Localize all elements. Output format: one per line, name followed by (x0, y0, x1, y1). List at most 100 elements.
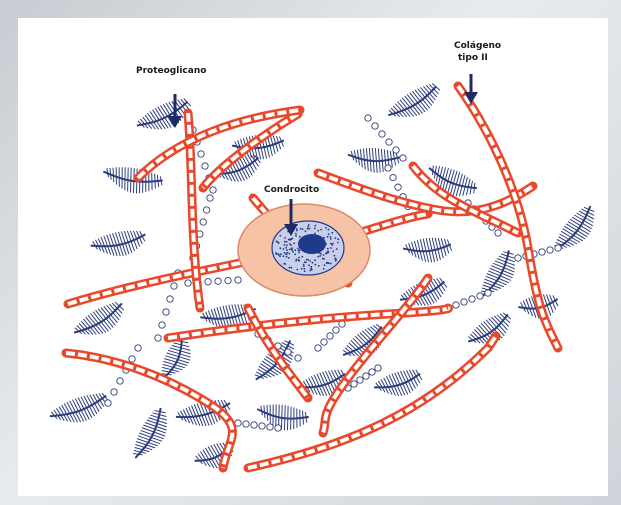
chromatin-dot (295, 235, 297, 237)
link-bead (385, 165, 391, 171)
glycosaminoglycan-chain (96, 394, 104, 407)
chromatin-dot (284, 241, 286, 243)
nucleolus-shape (298, 234, 326, 254)
chromatin-dot (304, 270, 306, 272)
chromatin-dot (317, 256, 319, 258)
glycosaminoglycan-chain (570, 219, 591, 232)
chromatin-dot (275, 252, 277, 254)
proteoglycan-icon (133, 408, 167, 458)
glycosaminoglycan-chain (440, 278, 447, 288)
link-bead (453, 302, 459, 308)
chromatin-dot (284, 244, 286, 246)
glycosaminoglycan-chain (160, 105, 174, 126)
glycosaminoglycan-chain (300, 410, 301, 427)
chromatin-dot (312, 262, 314, 264)
glycosaminoglycan-chain (405, 96, 420, 115)
fiber-outer (248, 336, 496, 468)
chromatin-dot (296, 228, 298, 230)
link-bead (111, 389, 117, 395)
chromatin-dot (288, 257, 290, 259)
chromatin-dot (315, 264, 317, 266)
proteoglycan-icon (74, 302, 124, 334)
glycosaminoglycan-chain (285, 405, 286, 430)
glycosaminoglycan-chain (305, 412, 306, 423)
link-bead (363, 373, 369, 379)
link-bead (155, 335, 161, 341)
glycosaminoglycan-chain (474, 183, 475, 194)
link-bead (400, 155, 406, 161)
chromatin-dot (297, 248, 299, 250)
chromatin-dot (310, 268, 312, 270)
hyaluronan-chain (515, 245, 561, 261)
link-bead (547, 247, 553, 253)
chromatin-dot (286, 244, 288, 246)
link-bead (327, 333, 333, 339)
glycosaminoglycan-chain (415, 90, 430, 108)
link-bead (167, 296, 173, 302)
chromatin-dot (327, 248, 329, 250)
link-bead (333, 327, 339, 333)
link-bead (393, 147, 399, 153)
glycosaminoglycan-chain (131, 168, 132, 193)
link-bead (375, 365, 381, 371)
link-bead (243, 421, 249, 427)
link-bead (159, 322, 165, 328)
chromatin-dot (303, 264, 305, 266)
chromatin-dot (330, 263, 332, 265)
glycosaminoglycan-chain (88, 315, 103, 333)
chromatin-dot (324, 264, 326, 266)
chromatin-dot (286, 249, 288, 251)
proteoglycan-pointer (168, 94, 182, 128)
link-bead (539, 249, 545, 255)
chromatin-dot (327, 250, 329, 252)
chromatin-dot (284, 237, 286, 239)
chromatin-dot (295, 260, 297, 262)
link-bead (185, 280, 191, 286)
link-bead (351, 381, 357, 387)
hyaluronan-chain (385, 165, 416, 219)
link-bead (379, 131, 385, 137)
link-bead (515, 255, 521, 261)
chromatin-dot (279, 247, 281, 249)
cartilage-matrix-diagram: Proteoglicano Colágeno tipo II Condrocit… (18, 18, 608, 496)
glycosaminoglycan-chain (413, 370, 420, 383)
chromatin-dot (302, 228, 304, 230)
fiber-rungs (458, 86, 558, 348)
chromatin-dot (284, 263, 286, 265)
proteoglycan-label: Proteoglicano (136, 66, 206, 76)
chromatin-dot (288, 239, 290, 241)
proteoglycan-icon (137, 99, 191, 130)
chromatin-dot (327, 236, 329, 238)
chromatin-dot (288, 253, 290, 255)
link-bead (135, 345, 141, 351)
chromatin-dot (298, 252, 300, 254)
proteoglycan-icon (403, 238, 452, 263)
hyaluronan-chain (105, 345, 141, 406)
glycosaminoglycan-chain (267, 405, 268, 421)
glycosaminoglycan-chain (134, 168, 135, 193)
glycosaminoglycan-chain (547, 295, 554, 313)
chromatin-dot (286, 256, 288, 258)
glycosaminoglycan-chain (402, 98, 417, 116)
chromatin-dot (283, 255, 285, 257)
link-bead (207, 195, 213, 201)
chromatin-dot (298, 257, 300, 259)
link-bead (105, 400, 111, 406)
chromatin-dot (309, 228, 311, 230)
proteoglycan-icon (555, 206, 595, 250)
chromatin-dot (332, 251, 334, 253)
chromatin-dot (301, 256, 303, 258)
chromatin-dot (278, 254, 280, 256)
chromatin-dot (299, 236, 301, 238)
chromatin-dot (289, 267, 291, 269)
link-bead (395, 184, 401, 190)
core-protein (50, 396, 106, 417)
chromatin-dot (307, 259, 309, 261)
chromatin-dot (336, 248, 338, 250)
chromatin-dot (320, 229, 322, 231)
chromatin-dot (296, 269, 298, 271)
chromatin-dot (328, 229, 330, 231)
link-bead (461, 299, 467, 305)
chromatin-dot (305, 230, 307, 232)
chromatin-dot (337, 238, 339, 240)
